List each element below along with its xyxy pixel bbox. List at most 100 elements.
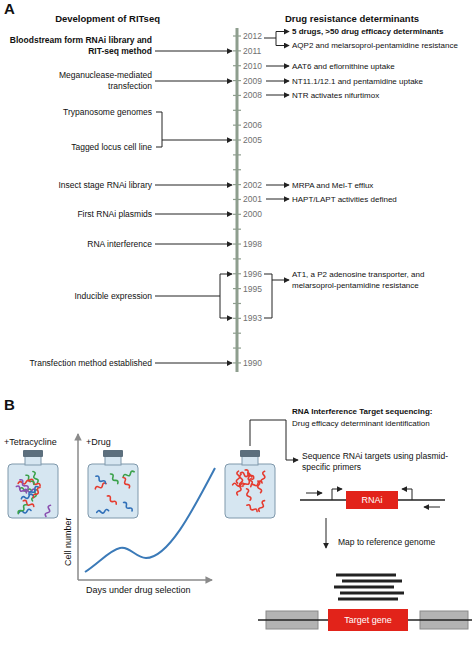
timeline-ticks [233,36,241,363]
trypanosome [19,479,29,490]
milestone-text: Tagged locus cell line [2,142,152,153]
milestone-text: Transfection method established [2,358,152,369]
method-heading: Drug efficacy determinant identification [292,418,474,429]
leader-line [424,507,440,508]
milestone-text: Trypanosome genomes [2,107,152,118]
leader-line [266,199,289,200]
year-tick [233,347,241,348]
flask-neck [242,456,258,465]
leader-line [220,318,232,319]
culture-flask [8,450,58,518]
leader-line [220,274,232,275]
year-tick [233,65,241,66]
trypanosome [28,486,39,496]
flask-body [88,464,138,518]
method-heading: RNA Interference Target sequencing: [292,406,474,417]
trypanosome [245,488,251,500]
milestone-text: Meganuclease-mediated transfection [42,70,152,92]
leader-line [220,274,221,318]
leader-line [155,363,232,364]
leader-line [334,586,394,589]
leader-line [155,81,232,82]
year-label: 2009 [243,76,273,87]
gene-box: Target gene [328,609,408,631]
leader-lines [78,32,472,621]
panel-letter: A [4,1,24,17]
leader-line [338,598,398,601]
milestone-text: First RNAi plasmids [2,209,152,220]
leader-line [332,489,342,500]
year-label: 2001 [243,194,273,205]
year-tick [233,125,241,126]
flask-body [225,464,275,518]
year-tick [233,169,241,170]
flask-body [8,464,58,518]
leader-line [266,95,289,96]
leader-line [326,518,327,548]
trypanosome [246,504,258,513]
year-tick [233,214,241,215]
year-tick [233,318,241,319]
leader-line [264,38,276,39]
year-tick [233,199,241,200]
year-tick [233,229,241,230]
trypanosome [25,474,35,485]
milestone-text: Insect stage RNAi library [2,180,152,191]
flask-cap [240,450,260,457]
leader-line [156,112,162,147]
trypanosome [236,483,243,495]
leader-line [162,140,232,141]
leader-line [155,185,232,186]
year-label: 2002 [243,180,273,191]
year-label: 2000 [243,209,273,220]
year-tick [233,139,241,140]
year-tick [233,303,241,304]
leader-line [402,489,412,500]
year-label: 2010 [243,61,273,72]
finding-text: HAPT/LAPT activities defined [292,194,474,205]
leader-line [342,580,402,583]
year-tick [233,50,241,51]
leader-line [336,574,396,577]
trypanosome [45,505,52,517]
milestone-text: RNA interference [2,239,152,250]
leader-line [276,31,289,32]
step-text: Map to reference genome [338,537,468,548]
finding-text: AQP2 and melarsoprol-pentamidine resista… [292,40,474,51]
finding-text: NT11.1/12.1 and pentamidine uptake [292,76,474,87]
leader-line [340,592,404,595]
trypanosome [261,471,266,483]
year-label: 2006 [243,120,273,131]
trypanosome [18,480,30,485]
trypanosome [122,477,131,489]
trypanosome [97,509,109,514]
year-tick [233,35,241,36]
trypanosome [258,500,266,512]
flask-neck [25,456,41,465]
flask-neck [105,456,121,465]
year-label: 2008 [243,90,273,101]
year-label: 2011 [243,46,273,57]
leader-line [155,51,232,52]
leader-line [266,185,289,186]
gene-box: RNAi [346,491,398,509]
trypanosome [19,509,31,514]
leader-line [264,274,272,318]
milestone-text: Inducible expression [2,291,152,302]
leader-line [155,214,232,215]
culture-flask [88,450,138,518]
year-tick [233,362,241,363]
finding-text: AAT6 and eflornithine uptake [292,61,474,72]
growth-curve [85,468,215,572]
milestone-text: Bloodstream form RNAi library and RIT-se… [2,35,152,57]
year-tick [233,288,241,289]
year-tick [233,333,241,334]
flask-cap [23,450,43,457]
leader-line [276,32,277,46]
flask-cap [103,450,123,457]
gene-label: RNAi [361,495,382,506]
finding-text: 5 drugs, >50 drug efficacy determinants [292,26,474,37]
trypanosome [109,473,119,484]
axis-label: Days under drug selection [86,585,226,596]
